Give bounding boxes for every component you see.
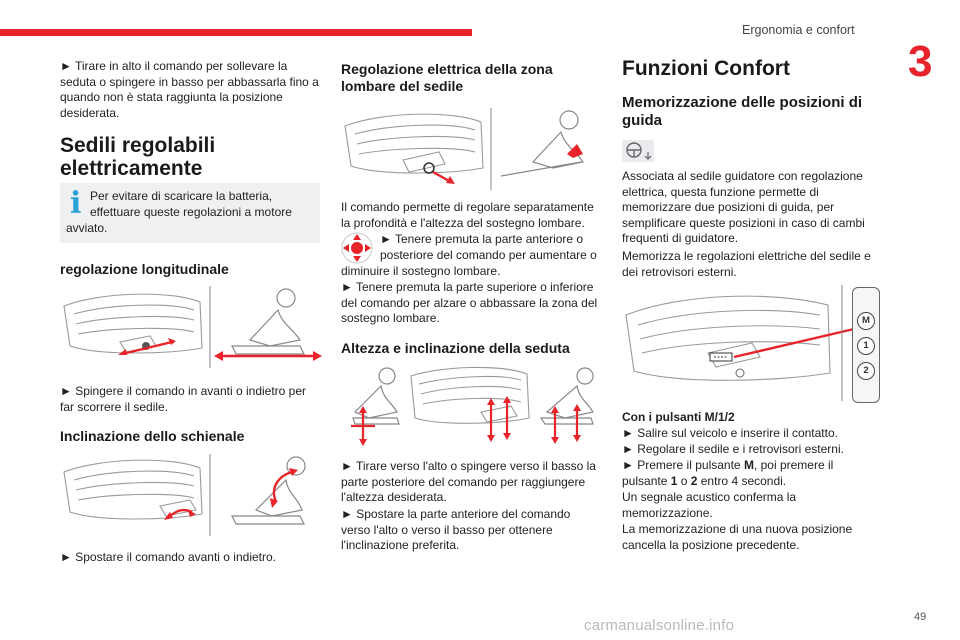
header-red-bar — [0, 29, 472, 36]
lumbar-title-1: Regolazione elettrica della zona — [341, 61, 553, 77]
illustration-height-tilt — [351, 366, 594, 446]
memory-text-1: Associata al sedile guidatore con regola… — [622, 169, 865, 246]
step-3-or: o — [677, 474, 691, 488]
subheading-backrest: Inclinazione dello schienale — [60, 428, 245, 444]
illustration-memory-seat — [625, 285, 855, 401]
backrest-text: ► Spostare il comando avanti o indietro. — [60, 550, 276, 564]
lumbar-control-icon — [341, 232, 373, 264]
step-3b: pulsante 1 o 2 entro 4 secondi. — [622, 474, 786, 490]
section-title-electric-seats-2: elettricamente — [60, 157, 203, 180]
illustration-backrest — [63, 454, 306, 536]
intro-text: ► Tirare in alto il comando per sollevar… — [60, 59, 319, 120]
info-text-3: avviato. — [66, 221, 108, 235]
memory-title-1: Memorizzazione delle posizioni di — [622, 94, 863, 111]
lumbar-text-2c: diminuire il sostegno lombare. — [341, 264, 501, 278]
step-3a: ► Premere il pulsante M, poi premere il — [622, 458, 833, 474]
illustration-longitudinal — [63, 286, 322, 368]
step-3-text-a: ► Premere il pulsante — [622, 458, 744, 472]
memory-title-2: guida — [622, 112, 662, 129]
chapter-number: 3 — [908, 37, 933, 86]
steps-title: Con i pulsanti M/1/2 — [622, 410, 735, 424]
page-number: 49 — [914, 611, 927, 623]
step-2: ► Regolare il sedile e i retrovisori est… — [622, 442, 844, 456]
memory-text-4: La memorizzazione di una nuova posizione… — [622, 522, 853, 552]
section-title-electric-seats-1: Sedili regolabili — [60, 134, 216, 157]
illustration-lumbar — [344, 108, 584, 190]
step-3-text-c: pulsante — [622, 474, 671, 488]
lumbar-text-3: ► Tenere premuta la parte superiore o in… — [341, 280, 598, 326]
info-icon: i — [70, 186, 82, 221]
comfort-title: Funzioni Confort — [622, 57, 790, 80]
subheading-height-tilt: Altezza e inclinazione della seduta — [341, 340, 570, 356]
step-3-text-d: entro 4 secondi. — [697, 474, 787, 488]
step-3-text-b: , poi premere il — [753, 458, 834, 472]
step-3-one: 1 — [670, 474, 678, 488]
step-1: ► Salire sul veicolo e inserire il conta… — [622, 426, 838, 440]
longitudinal-text: ► Spingere il comando in avanti o indiet… — [60, 384, 307, 414]
lumbar-text-1: Il comando permette di regolare separata… — [341, 200, 594, 230]
step-3-m: M — [743, 458, 754, 472]
step-3-two: 2 — [690, 474, 698, 488]
section-title: Ergonomia e confort — [742, 23, 855, 37]
info-text-2: effettuare queste regolazioni a motore — [90, 205, 292, 219]
info-text-1: Per evitare di scaricare la batteria, — [90, 189, 273, 203]
memory-button-1[interactable]: 1 — [857, 337, 875, 355]
memory-text-3: Un segnale acustico conferma la memorizz… — [622, 490, 797, 520]
tilt-text: ► Spostare la parte anteriore del comand… — [341, 507, 571, 553]
memory-button-panel: M 1 2 — [852, 287, 880, 403]
height-text: ► Tirare verso l'alto o spingere verso i… — [341, 459, 596, 505]
lumbar-text-2b: posteriore del comando per aumentare o — [380, 248, 597, 262]
subheading-longitudinal: regolazione longitudinale — [60, 261, 229, 277]
steering-wheel-icon — [622, 140, 654, 162]
lumbar-text-2a: ► Tenere premuta la parte anteriore o — [380, 232, 584, 246]
memory-button-2[interactable]: 2 — [857, 362, 875, 380]
memory-text-2: Memorizza le regolazioni elettriche del … — [622, 249, 871, 279]
info-box: i Per evitare di scaricare la batteria, … — [60, 183, 320, 243]
lumbar-title-2: lombare del sedile — [341, 78, 464, 94]
watermark: carmanualsonline.info — [584, 617, 735, 634]
memory-button-m[interactable]: M — [857, 312, 875, 330]
